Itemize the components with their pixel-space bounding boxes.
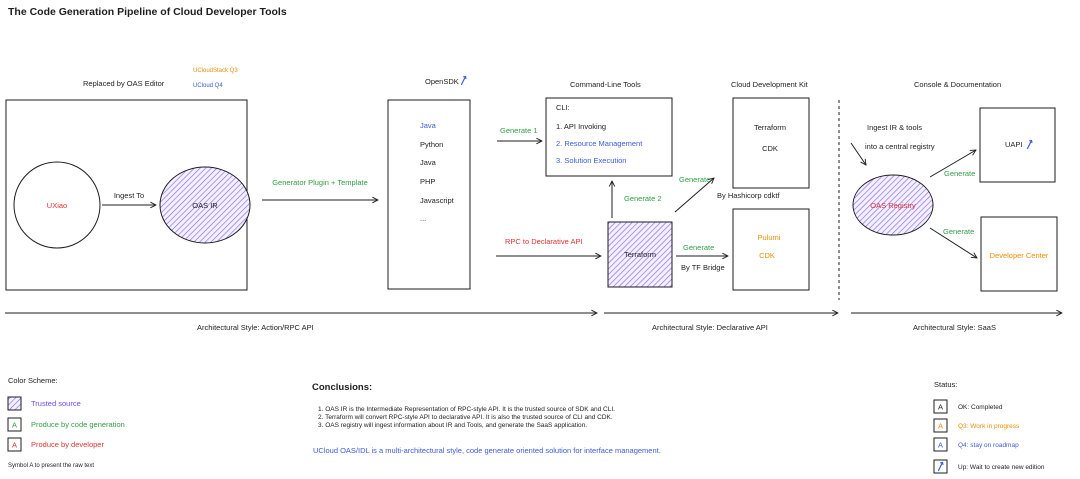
- generate-cdktf-label: Generate: [679, 175, 710, 184]
- uxiao-node: [13, 161, 101, 249]
- generate-uapi-arrow: [929, 150, 976, 178]
- status-up-label: Up: Wait to create new edition: [958, 464, 1045, 471]
- rpc-to-declarative-label: RPC to Declarative API: [505, 237, 583, 246]
- developer-swatch: [7, 437, 22, 452]
- cli-item: 2. Resource Management: [556, 139, 643, 148]
- status-ok-swatch: [933, 399, 948, 414]
- page-title: The Code Generation Pipeline of Cloud De…: [8, 6, 287, 18]
- terraform-node: [607, 221, 673, 288]
- status-q4-label: UCloud Q4: [193, 83, 223, 89]
- conclusions-title: Conclusions:: [312, 382, 372, 393]
- cli-title: Command-Line Tools: [570, 80, 641, 89]
- opensdk-language: Python: [420, 140, 443, 149]
- conclusion-line: 1. OAS IR is the Intermediate Representa…: [318, 406, 615, 413]
- generate-uapi-label: Generate: [944, 169, 975, 178]
- developer-center-box: [980, 216, 1058, 292]
- rpc-stage-label: Replaced by OAS Editor: [83, 79, 165, 88]
- uxiao-node-label: UXiao: [47, 201, 67, 210]
- status-q4-label: Q4: stay on roadmap: [958, 442, 1019, 449]
- generate-cdktf-arrow: [674, 178, 714, 213]
- uapi-label: UAPI: [1005, 140, 1023, 149]
- saas-style-label: Architectural Style: SaaS: [913, 323, 996, 332]
- terraform-cdk-box: [732, 97, 810, 189]
- status-ok-label: OK: Completed: [958, 404, 1003, 411]
- oas-ir-node: [159, 166, 251, 244]
- color-scheme-title: Color Scheme:: [8, 376, 58, 385]
- cli-heading: CLI:: [556, 103, 570, 112]
- status-title: Status:: [934, 380, 957, 389]
- generator-label: Generator Plugin + Template: [272, 178, 368, 187]
- ingest-registry-line: Ingest IR & tools: [867, 123, 922, 132]
- oas-registry-node-label: OAS Registry: [870, 201, 916, 210]
- status-q3-symbol: A: [938, 422, 943, 431]
- opensdk-language: ...: [420, 214, 426, 223]
- code-generation-symbol: A: [12, 421, 17, 430]
- conclusion-line: 3. OAS registry will ingest information …: [318, 422, 587, 429]
- opensdk-language: Java: [420, 158, 437, 167]
- cli-box: [545, 97, 673, 177]
- symbol-note: Symbol A to present the raw text: [8, 463, 94, 469]
- status-q3-label: Q3: Work in progress: [958, 423, 1020, 430]
- terraform-cdk-line: Terraform: [754, 123, 786, 132]
- code-generation-swatch: [7, 417, 22, 432]
- ingest-registry-arrow: [850, 142, 866, 165]
- terraform-node-label: Terraform: [624, 250, 656, 259]
- upgrade-arrow-icon: [1026, 139, 1033, 150]
- trusted-source-swatch: [7, 396, 22, 411]
- generate-2-label: Generate 2: [624, 194, 662, 203]
- console-title: Console & Documentation: [914, 80, 1001, 89]
- pulumi-cdk-line: Pulumi: [758, 233, 781, 242]
- upgrade-arrow-icon: [937, 461, 944, 472]
- cli-item: 3. Solution Execution: [556, 156, 626, 165]
- pulumi-cdk-box: [732, 208, 810, 291]
- opensdk-language: PHP: [420, 177, 435, 186]
- status-q4-symbol: A: [938, 441, 943, 450]
- declarative-style-label: Architectural Style: Declarative API: [652, 323, 768, 332]
- cli-item: 1. API Invoking: [556, 122, 606, 131]
- developer-center-label: Developer Center: [990, 251, 1049, 260]
- tf-bridge-label: By TF Bridge: [681, 263, 725, 272]
- opensdk-language: Javascript: [420, 196, 455, 205]
- trusted-source-label: Trusted source: [31, 399, 81, 408]
- upgrade-arrow-icon: [460, 75, 467, 86]
- generate-bridge-label: Generate: [683, 243, 714, 252]
- conclusion-line: 2. Terraform will convert RPC-style API …: [318, 414, 613, 421]
- code-generation-label: Produce by code generation: [31, 420, 125, 429]
- generate-1-label: Generate 1: [500, 126, 538, 135]
- opensdk-box: [387, 99, 471, 290]
- oas-registry-node: [852, 174, 934, 236]
- oas-ir-node-label: OAS IR: [192, 201, 218, 210]
- pulumi-cdk-line: CDK: [759, 251, 775, 260]
- developer-label: Produce by developer: [31, 440, 104, 449]
- terraform-cdk-line: CDK: [762, 144, 778, 153]
- generate-developer-center-label: Generate: [943, 227, 974, 236]
- cdktf-label: By Hashicorp cdktf: [717, 191, 780, 200]
- status-q3-swatch: [933, 418, 948, 433]
- status-q4-swatch: [933, 437, 948, 452]
- status-q3-label: UCloudStack Q3: [193, 68, 238, 74]
- generate-developer-center-arrow: [929, 227, 977, 258]
- cdk-title: Cloud Development Kit: [731, 80, 809, 89]
- ingest-label: Ingest To: [114, 191, 144, 200]
- status-ok-symbol: A: [938, 403, 943, 412]
- developer-symbol: A: [12, 441, 17, 450]
- ingest-registry-line: into a central registry: [865, 142, 935, 151]
- rpc-style-label: Architectural Style: Action/RPC API: [197, 323, 314, 332]
- conclusion-summary: UCloud OAS/IDL is a multi-architectural …: [313, 446, 661, 455]
- uapi-box: [979, 107, 1056, 183]
- opensdk-language: Java: [420, 121, 437, 130]
- opensdk-title: OpenSDK: [425, 77, 459, 86]
